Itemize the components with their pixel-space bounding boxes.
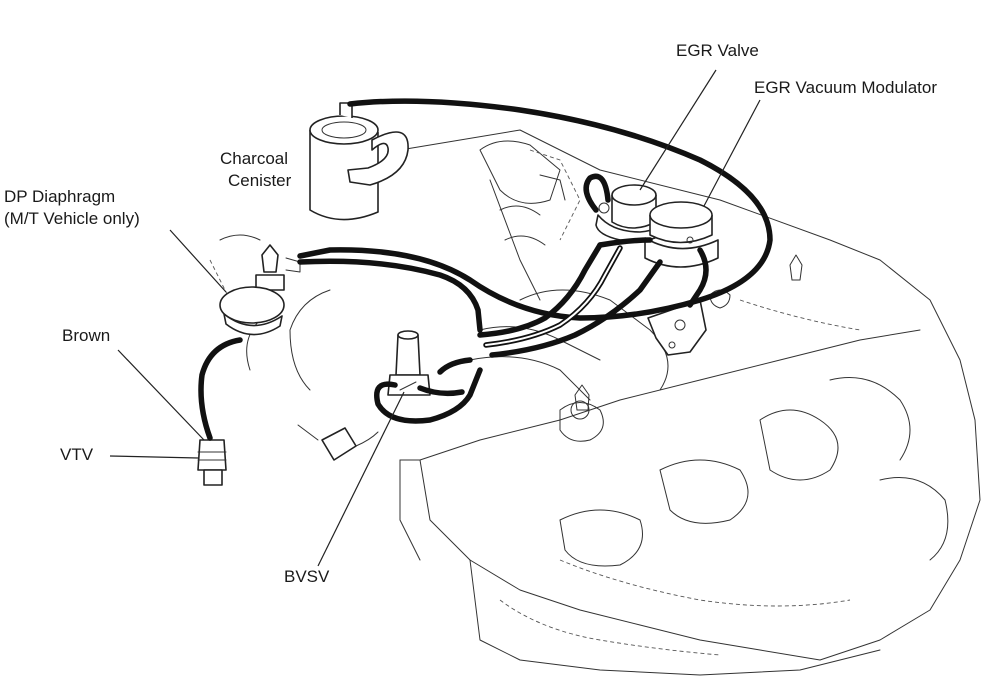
label-brown: Brown	[62, 326, 111, 345]
label-cenister: Cenister	[228, 171, 292, 190]
label-dp-diaphragm: DP Diaphragm	[4, 187, 116, 206]
vtv	[197, 439, 227, 486]
label-mt-vehicle-only: (M/T Vehicle only)	[4, 209, 140, 228]
label-bvsv: BVSV	[284, 567, 330, 586]
label-egr-valve: EGR Valve	[676, 41, 759, 60]
leader-vtv	[109, 455, 199, 459]
leader-brown	[117, 349, 205, 441]
leader-dp-diaphragm	[169, 229, 227, 293]
leader-egr-valve	[639, 69, 717, 191]
leader-lines	[109, 69, 761, 567]
label-vtv: VTV	[60, 445, 94, 464]
charcoal-canister	[309, 102, 409, 221]
vacuum-hoses	[198, 98, 773, 441]
dp-diaphragm	[219, 244, 301, 336]
egr-vacuum-modulator	[644, 201, 719, 268]
leader-bvsv	[317, 391, 405, 567]
label-charcoal: Charcoal	[220, 149, 289, 168]
leader-egr-modulator	[703, 99, 761, 207]
label-egr-vacuum-modulator: EGR Vacuum Modulator	[754, 78, 937, 97]
